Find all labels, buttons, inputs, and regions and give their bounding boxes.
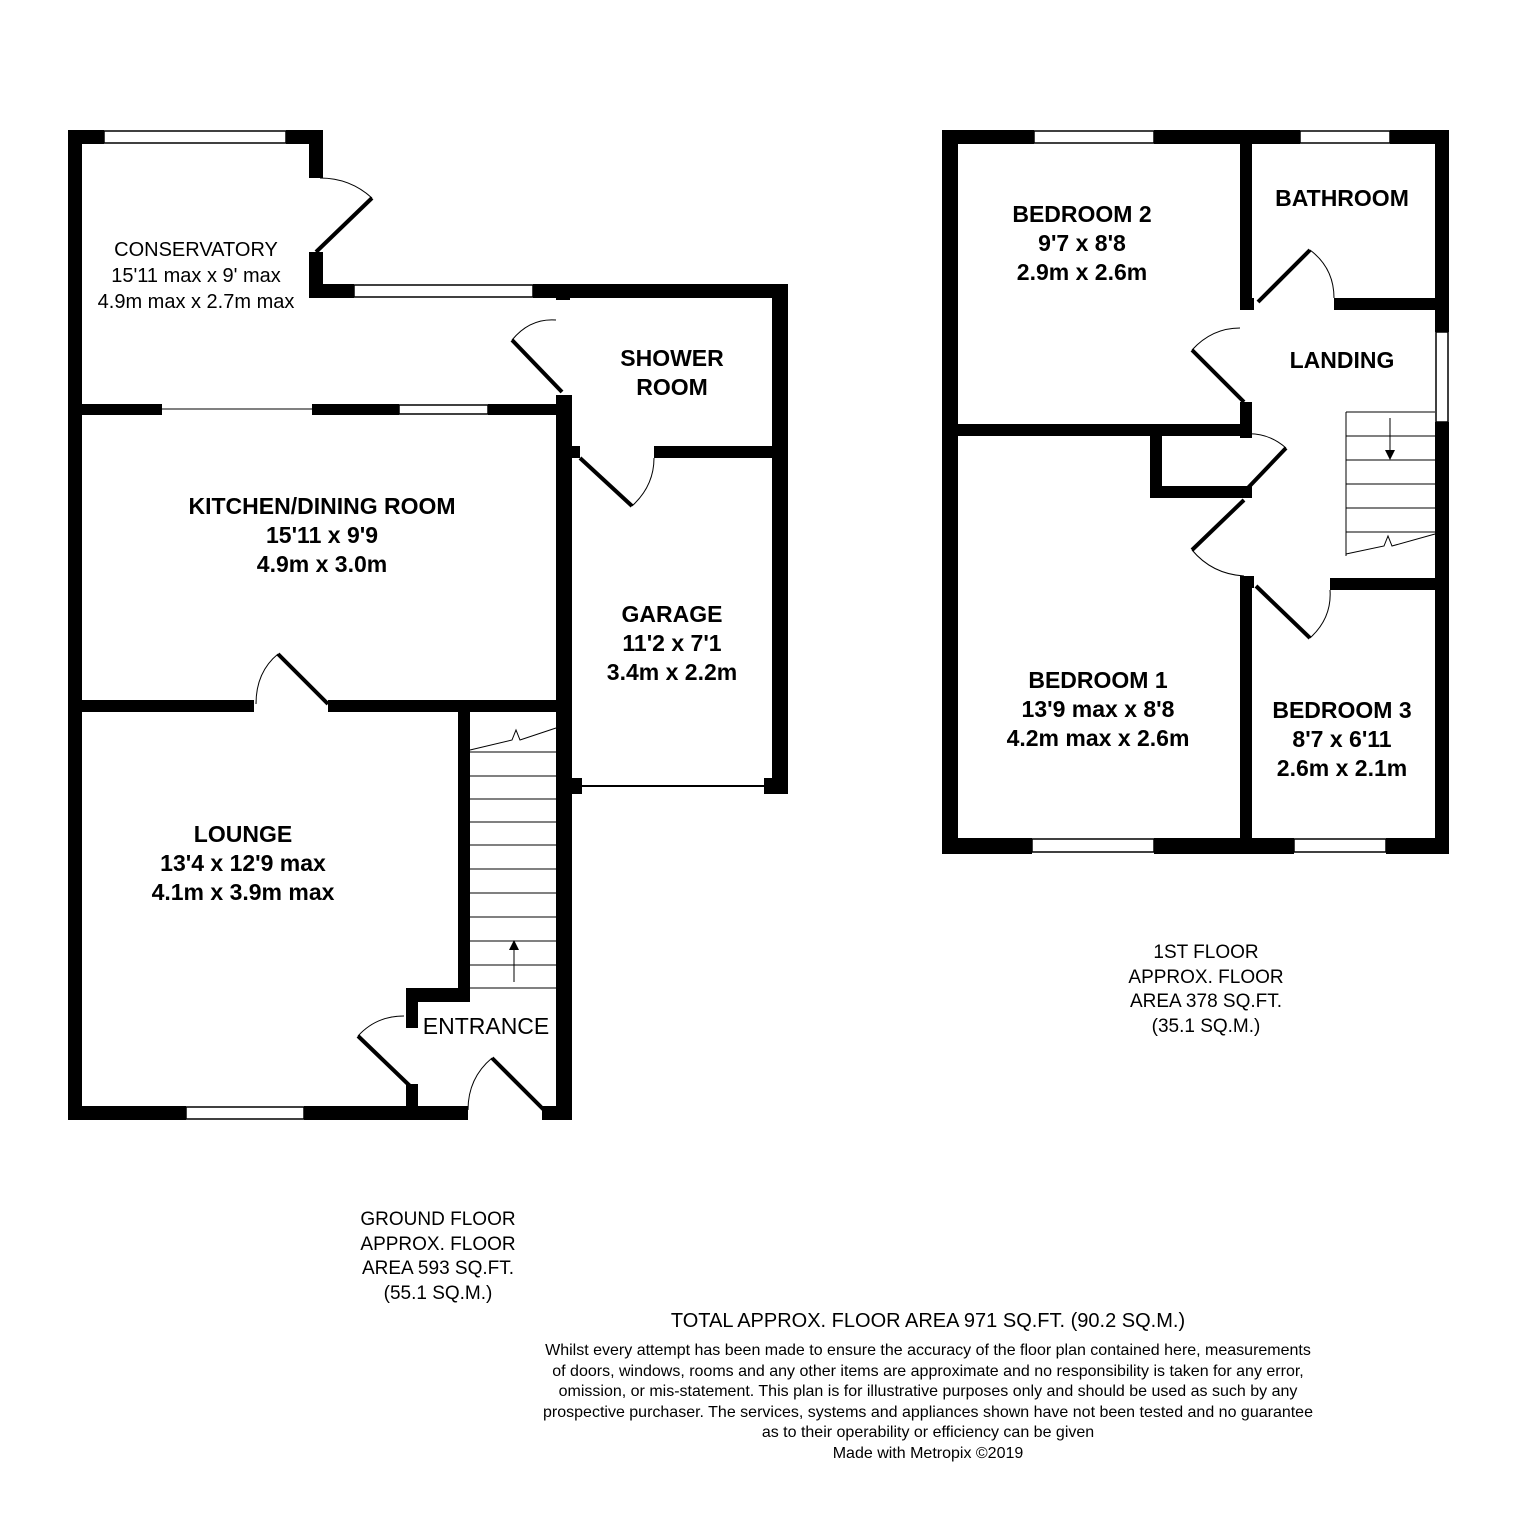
kitchen-dining-metric: 4.9m x 3.0m [256, 551, 388, 577]
lounge-metric: 4.1m x 3.9m max [151, 879, 335, 905]
bedroom2-name: BEDROOM 2 [1012, 201, 1152, 227]
bedroom1-name: BEDROOM 1 [1028, 667, 1168, 693]
bedroom1-label: BEDROOM 1 13'9 max x 8'8 4.2m max x 2.6m [1007, 666, 1190, 753]
first-floor-windows [1031, 130, 1449, 853]
conservatory-name: CONSERVATORY [114, 239, 278, 261]
ground-floor-area: GROUND FLOOR APPROX. FLOOR AREA 593 SQ.F… [360, 1208, 515, 1306]
bedroom3-metric: 2.6m x 2.1m [1276, 755, 1408, 781]
entrance-name: ENTRANCE [422, 1013, 550, 1039]
first-floor-area-line4: (35.1 SQ.M.) [1151, 1015, 1261, 1037]
disclaimer: Whilst every attempt has been made to en… [478, 1341, 1378, 1464]
conservatory-label: CONSERVATORY 15'11 max x 9' max 4.9m max… [98, 237, 295, 315]
bedroom3-name: BEDROOM 3 [1272, 697, 1412, 723]
first-floor-area-line3: AREA 378 SQ.FT. [1129, 991, 1283, 1012]
entrance-label: ENTRANCE [423, 1012, 550, 1041]
kitchen-dining-label: KITCHEN/DINING ROOM 15'11 x 9'9 4.9m x 3… [188, 492, 455, 579]
bedroom1-imperial: 13'9 max x 8'8 [1021, 696, 1175, 722]
disclaimer-line5: as to their operability or efficiency ca… [761, 1424, 1095, 1441]
shower-room-name-line2: ROOM [636, 374, 708, 400]
kitchen-dining-imperial: 15'11 x 9'9 [266, 522, 378, 548]
first-floor-area-line1: 1ST FLOOR [1153, 942, 1259, 963]
bedroom1-metric: 4.2m max x 2.6m [1006, 725, 1190, 751]
bathroom-label: BATHROOM [1275, 184, 1409, 213]
first-floor-stairs [1345, 411, 1436, 556]
landing-name: LANDING [1289, 347, 1395, 373]
stairs-down-arrow-icon [1385, 450, 1395, 460]
garage-name: GARAGE [621, 601, 723, 627]
first-floor-area: 1ST FLOOR APPROX. FLOOR AREA 378 SQ.FT. … [1128, 941, 1283, 1039]
first-floor-area-line2: APPROX. FLOOR [1128, 966, 1284, 988]
shower-room-label: SHOWER ROOM [620, 344, 724, 402]
lounge-imperial: 13'4 x 12'9 max [160, 850, 326, 876]
bathroom-name: BATHROOM [1275, 185, 1409, 211]
disclaimer-line1: Whilst every attempt has been made to en… [545, 1342, 1311, 1359]
ground-floor-area-line2: APPROX. FLOOR [360, 1233, 516, 1255]
ground-floor-area-line4: (55.1 SQ.M.) [383, 1282, 493, 1304]
disclaimer-line2: of doors, windows, rooms and any other i… [552, 1362, 1304, 1380]
ground-floor-area-line3: AREA 593 SQ.FT. [361, 1258, 515, 1279]
lounge-name: LOUNGE [193, 821, 293, 847]
disclaimer-line4: prospective purchaser. The services, sys… [543, 1403, 1313, 1421]
bedroom2-label: BEDROOM 2 9'7 x 8'8 2.9m x 2.6m [1012, 200, 1151, 287]
total-floor-area: TOTAL APPROX. FLOOR AREA 971 SQ.FT. (90.… [670, 1310, 1186, 1332]
shower-room-name-line1: SHOWER [620, 345, 724, 371]
bedroom2-metric: 2.9m x 2.6m [1016, 259, 1148, 285]
landing-label: LANDING [1290, 346, 1395, 375]
bedroom3-label: BEDROOM 3 8'7 x 6'11 2.6m x 2.1m [1272, 696, 1411, 783]
stairs-up-arrow-icon [509, 940, 519, 950]
bedroom2-imperial: 9'7 x 8'8 [1038, 230, 1126, 256]
garage-metric: 3.4m x 2.2m [606, 659, 738, 685]
garage-imperial: 11'2 x 7'1 [622, 630, 722, 656]
conservatory-imperial: 15'11 max x 9' max [111, 265, 281, 287]
first-floor-doors [1190, 248, 1335, 640]
ground-floor-area-line1: GROUND FLOOR [360, 1209, 516, 1230]
conservatory-metric: 4.9m max x 2.7m max [97, 291, 295, 313]
first-floor-walls [942, 130, 1449, 854]
ground-floor-walls [68, 130, 788, 1120]
kitchen-dining-name: KITCHEN/DINING ROOM [188, 493, 456, 519]
ground-floor-stairs [469, 727, 557, 989]
bedroom3-imperial: 8'7 x 6'11 [1292, 726, 1392, 752]
ground-floor-doors [255, 177, 655, 1112]
disclaimer-line3: omission, or mis-statement. This plan is… [558, 1383, 1298, 1400]
garage-label: GARAGE 11'2 x 7'1 3.4m x 2.2m [607, 600, 737, 687]
ground-floor-windows [103, 130, 534, 1120]
disclaimer-credit: Made with Metropix ©2019 [832, 1444, 1024, 1462]
lounge-label: LOUNGE 13'4 x 12'9 max 4.1m x 3.9m max [152, 820, 335, 907]
